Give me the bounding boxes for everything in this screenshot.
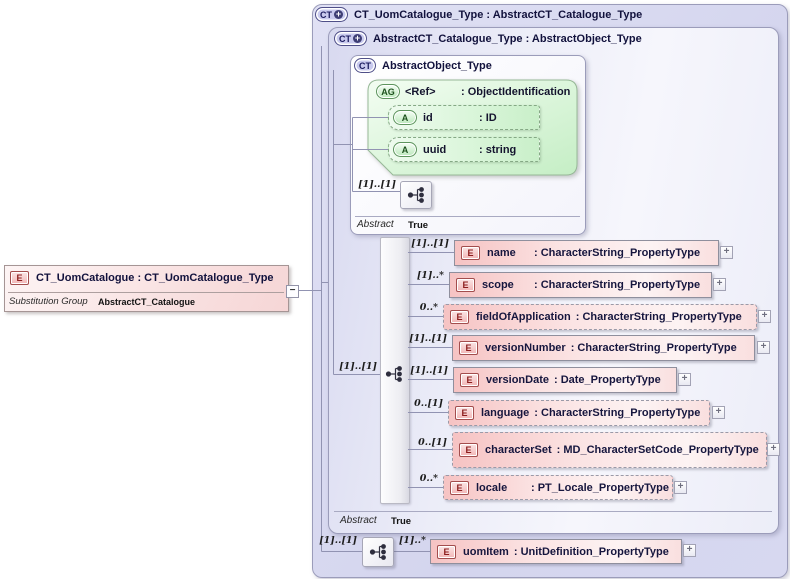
element-fieldOfApplication[interactable]: E fieldOfApplication : CharacterString_P… [443,304,757,330]
element-badge: E [456,278,475,292]
element-versionNumber[interactable]: E versionNumber : CharacterString_Proper… [452,335,755,361]
element-scope[interactable]: E scope : CharacterString_PropertyType [449,272,712,298]
element-type-text: : CharacterString_PropertyType [534,247,701,259]
expand-icon[interactable]: + [767,443,780,456]
cardinality-label: [1]..* [398,535,426,546]
abstract-value: True [391,516,412,527]
sequence-icon [385,366,402,382]
complex-type-badge: CT+ [315,7,348,22]
cardinality-label: [1]..[1] [339,361,377,372]
element-type-text: : CharacterString_PropertyType [570,342,737,354]
element-badge: E [459,341,478,355]
attribute-badge: A [393,110,417,125]
cardinality-label: [1]..* [416,270,444,281]
cardinality-label: [1]..[1] [410,365,448,376]
element-name-text: versionDate [486,374,549,386]
element-name-text: versionNumber [485,342,566,354]
attribute-group-name: <Ref> [405,85,436,98]
expand-icon[interactable]: + [757,341,770,354]
expand-icon[interactable]: + [678,373,691,386]
expand-icon[interactable]: + [674,481,687,494]
extension-plus-icon: + [353,33,362,43]
element-badge: E [460,373,479,387]
footer-divider [334,511,772,512]
complex-type-badge: CT+ [334,31,367,46]
element-type-text: : PT_Locale_PropertyType [531,481,669,494]
attribute-group-badge: AG [376,84,400,99]
footer-divider [8,292,284,293]
element-badge: E [450,480,469,495]
expand-icon[interactable]: + [720,246,733,259]
cardinality-label: 0..[1] [414,398,443,409]
sequence-icon [407,187,424,203]
attribute-type: : string [479,143,517,156]
cardinality-label: 0..* [419,473,438,484]
element-name-text: language [481,407,530,419]
sequence-icon [369,544,386,560]
element-type-text: : Date_PropertyType [553,374,661,386]
element-name-text: locale [476,481,508,494]
abstract-label: Abstract [357,219,394,230]
root-element-CT_UomCatalogue[interactable]: E CT_UomCatalogue : CT_UomCatalogue_Type… [4,265,289,312]
element-name-text: name [487,247,516,259]
object-type-title: AbstractObject_Type [382,59,492,72]
extension-plus-icon: + [334,9,343,19]
element-badge: E [459,443,478,457]
attribute-type: : ID [479,111,497,124]
element-name[interactable]: E name : CharacterString_PropertyType [454,240,719,266]
collapse-icon[interactable]: − [286,285,299,298]
element-badge: E [450,310,469,324]
element-type-text: : CharacterString_PropertyType [534,407,701,419]
element-versionDate[interactable]: E versionDate : Date_PropertyType [453,367,677,393]
attribute-badge: A [393,142,417,157]
element-type-text: : UnitDefinition_PropertyType [513,545,669,558]
substitution-group-value: AbstractCT_Catalogue [98,297,196,307]
outer-type-title: CT_UomCatalogue_Type : AbstractCT_Catalo… [354,8,643,21]
cardinality-label: 0..[1] [418,437,447,448]
element-name-text: characterSet [485,444,552,456]
expand-icon[interactable]: + [712,406,725,419]
expand-icon[interactable]: + [713,278,726,291]
abstract-value: True [408,220,429,231]
attribute-id[interactable]: A id : ID [388,105,540,130]
element-locale[interactable]: E locale : PT_Locale_PropertyType [443,475,673,500]
element-name-text: scope [482,279,514,291]
element-language[interactable]: E language : CharacterString_PropertyTyp… [448,400,710,426]
element-uomItem[interactable]: E uomItem : UnitDefinition_PropertyType [430,539,682,564]
cardinality-label: 0..* [419,302,438,313]
element-name-text: uomItem [463,545,509,558]
base-type-title: AbstractCT_Catalogue_Type : AbstractObje… [373,32,642,45]
substitution-group-label: Substitution Group [9,296,88,307]
attribute-name: uuid [423,143,447,156]
element-type-text: : CharacterString_PropertyType [575,311,742,323]
element-badge: E [455,406,474,420]
expand-icon[interactable]: + [683,544,696,557]
element-characterSet[interactable]: E characterSet : MD_CharacterSetCode_Pro… [452,432,767,468]
element-badge: E [461,246,480,260]
attribute-uuid[interactable]: A uuid : string [388,137,540,162]
attribute-group-type: : ObjectIdentification [461,85,571,98]
sequence-model-group[interactable] [362,537,394,567]
element-type-text: : MD_CharacterSetCode_PropertyType [556,444,759,456]
cardinality-label: [1]..[1] [358,179,396,190]
element-type-text: : CharacterString_PropertyType [534,279,701,291]
complex-type-badge: CT [354,58,376,73]
element-name-text: fieldOfApplication [476,311,571,323]
sequence-model-group[interactable] [400,181,432,209]
element-badge: E [10,271,29,285]
cardinality-label: [1]..[1] [319,535,357,546]
expand-icon[interactable]: + [758,310,771,323]
attribute-name: id [423,111,433,124]
footer-divider [355,216,580,217]
abstract-label: Abstract [340,515,377,526]
cardinality-label: [1]..[1] [411,238,449,249]
cardinality-label: [1]..[1] [409,333,447,344]
element-badge: E [437,544,456,559]
root-element-title: CT_UomCatalogue : CT_UomCatalogue_Type [36,272,274,284]
